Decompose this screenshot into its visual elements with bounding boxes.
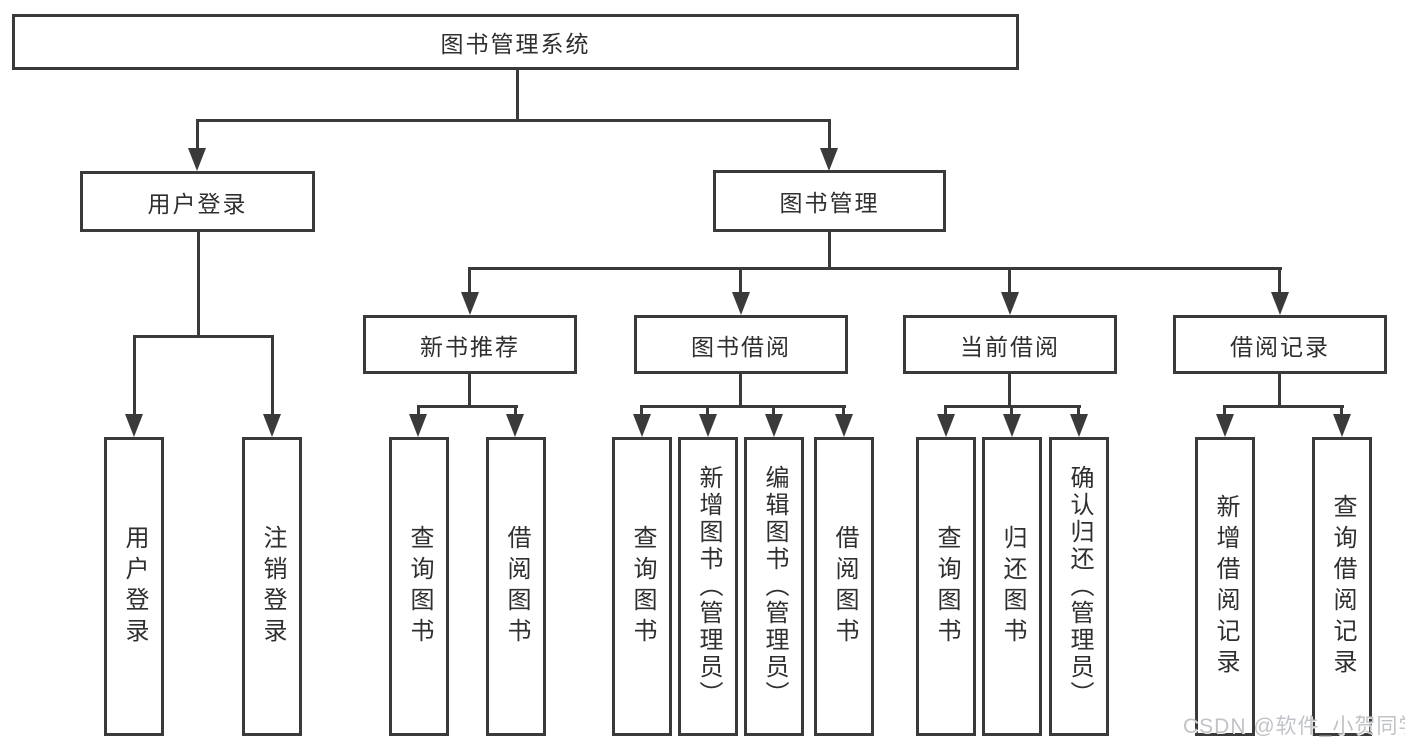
node-label: 图书借阅: [691, 333, 791, 360]
node-borrow-books: 借阅图书: [814, 437, 874, 736]
node-user-login-leaf: 用户登录: [104, 437, 164, 736]
connector-line: [1010, 405, 1013, 417]
node-label: 用户登录: [121, 524, 148, 649]
node-return-books: 归还图书: [982, 437, 1042, 736]
connector-line: [468, 267, 471, 293]
node-label: 确认归还（管理员）: [1066, 465, 1093, 708]
node-label: 新书推荐: [420, 333, 520, 360]
connector-line: [1340, 405, 1343, 417]
node-add-borrow-record: 新增借阅记录: [1195, 437, 1255, 736]
node-label: 借阅图书: [831, 524, 858, 649]
node-label: 归还图书: [999, 524, 1026, 649]
node-edit-books-admin: 编辑图书（管理员）: [744, 437, 804, 736]
node-search-books-recommend: 查询图书: [389, 437, 449, 736]
connector-line: [640, 405, 846, 408]
node-library-management-system: 图书管理系统: [12, 14, 1019, 70]
arrow-down-icon: [1001, 292, 1019, 315]
node-borrowing-records: 借阅记录: [1173, 315, 1387, 374]
node-borrow-books-recommend: 借阅图书: [486, 437, 546, 736]
connector-line: [514, 405, 517, 417]
connector-line: [133, 335, 136, 415]
node-label: 新增借阅记录: [1212, 493, 1239, 680]
node-book-management: 图书管理: [713, 170, 946, 232]
arrow-down-icon: [1070, 414, 1088, 437]
node-label: 编辑图书（管理员）: [761, 465, 788, 708]
connector-line: [944, 405, 947, 417]
connector-line: [468, 267, 1282, 270]
arrow-down-icon: [633, 414, 651, 437]
node-label: 用户登录: [147, 190, 248, 217]
connector-line: [133, 335, 274, 338]
arrow-down-icon: [461, 292, 479, 315]
connector-line: [1278, 267, 1281, 293]
arrow-down-icon: [1333, 414, 1351, 437]
node-confirm-return-admin: 确认归还（管理员）: [1049, 437, 1109, 736]
connector-line: [739, 267, 742, 293]
node-label: 借阅图书: [503, 524, 530, 649]
arrow-down-icon: [732, 292, 750, 315]
arrow-down-icon: [1216, 414, 1234, 437]
arrow-down-icon: [835, 414, 853, 437]
connector-line: [1008, 267, 1011, 293]
arrow-down-icon: [937, 414, 955, 437]
arrow-down-icon: [1271, 292, 1289, 315]
connector-line: [1077, 405, 1080, 417]
connector-line: [1008, 374, 1011, 407]
connector-line: [1223, 405, 1226, 417]
node-label: 查询借阅记录: [1329, 493, 1356, 680]
node-label: 图书管理系统: [440, 31, 591, 57]
node-label: 当前借阅: [960, 333, 1060, 360]
node-label: 图书管理: [779, 190, 880, 216]
connector-line: [1278, 374, 1281, 407]
connector-line: [842, 405, 845, 417]
arrow-down-icon: [699, 414, 717, 437]
arrow-down-icon: [188, 148, 206, 171]
connector-line: [417, 405, 420, 417]
connector-line: [196, 119, 199, 151]
connector-line: [417, 405, 518, 408]
connector-line: [828, 232, 831, 269]
node-label: 注销登录: [259, 524, 286, 649]
arrow-down-icon: [765, 414, 783, 437]
connector-line: [772, 405, 775, 417]
arrow-down-icon: [125, 414, 143, 437]
connector-line: [640, 405, 643, 417]
node-new-book-recommendation: 新书推荐: [363, 315, 577, 374]
arrow-down-icon: [506, 414, 524, 437]
node-search-borrow-record: 查询借阅记录: [1312, 437, 1372, 736]
node-label: 借阅记录: [1230, 333, 1330, 360]
node-book-borrowing: 图书借阅: [634, 315, 848, 374]
node-label: 查询图书: [406, 524, 433, 649]
connector-line: [197, 232, 200, 337]
node-add-books-admin: 新增图书（管理员）: [678, 437, 738, 736]
node-search-books-current: 查询图书: [916, 437, 976, 736]
node-current-borrowing: 当前借阅: [903, 315, 1117, 374]
node-search-books-borrowing: 查询图书: [612, 437, 672, 736]
connector-line: [271, 335, 274, 415]
connector-line: [516, 70, 519, 122]
arrow-down-icon: [409, 414, 427, 437]
node-label: 新增图书（管理员）: [695, 465, 722, 708]
arrow-down-icon: [820, 148, 838, 171]
connector-line: [1223, 405, 1344, 408]
arrow-down-icon: [1003, 414, 1021, 437]
node-logout: 注销登录: [242, 437, 302, 736]
connector-line: [196, 119, 831, 122]
connector-line: [828, 119, 831, 151]
node-label: 查询图书: [629, 524, 656, 649]
connector-line: [706, 405, 709, 417]
connector-line: [739, 374, 742, 407]
node-label: 查询图书: [933, 524, 960, 649]
connector-line: [468, 374, 471, 407]
node-user-login: 用户登录: [80, 171, 315, 232]
arrow-down-icon: [263, 414, 281, 437]
csdn-watermark: CSDN @软件_小贺同学: [1183, 715, 1405, 738]
